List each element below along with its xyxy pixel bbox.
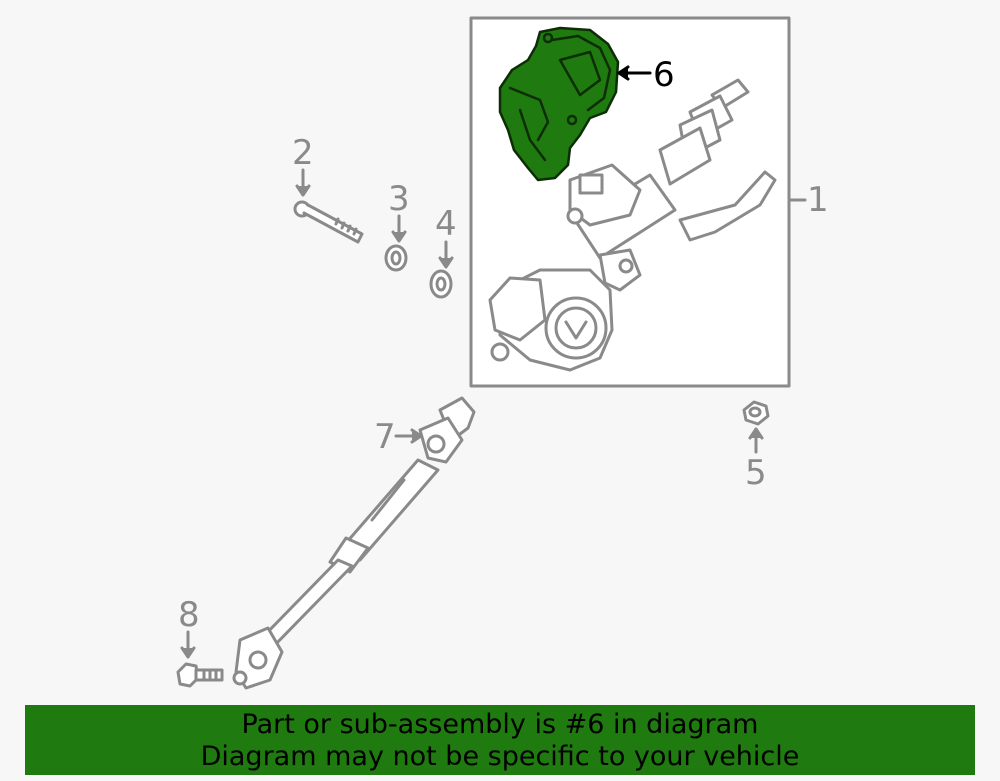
steering-column-assembly bbox=[488, 78, 777, 372]
part-2-bolt bbox=[293, 200, 364, 244]
callout-4: 4 bbox=[435, 204, 457, 244]
part-4-washer bbox=[429, 269, 453, 299]
part-3-washer bbox=[384, 244, 408, 272]
part-8-bolt bbox=[176, 662, 224, 688]
callout-8: 8 bbox=[178, 595, 200, 635]
callout-5: 5 bbox=[745, 453, 767, 493]
part-7-intermediate-shaft bbox=[232, 396, 476, 690]
callout-7: 7 bbox=[374, 417, 396, 457]
banner-line-1: Part or sub-assembly is #6 in diagram bbox=[241, 709, 759, 740]
banner-line-2: Diagram may not be specific to your vehi… bbox=[200, 741, 800, 772]
callout-6: 6 bbox=[653, 55, 675, 95]
part-5-nut bbox=[742, 400, 770, 426]
part-6-highlighted bbox=[498, 26, 620, 182]
parts-diagram bbox=[176, 16, 807, 690]
callout-3: 3 bbox=[388, 179, 410, 219]
callout-2: 2 bbox=[292, 133, 314, 173]
callout-1: 1 bbox=[807, 180, 829, 220]
info-banner: Part or sub-assembly is #6 in diagram Di… bbox=[25, 705, 975, 775]
leader-arrow-6 bbox=[617, 65, 652, 81]
